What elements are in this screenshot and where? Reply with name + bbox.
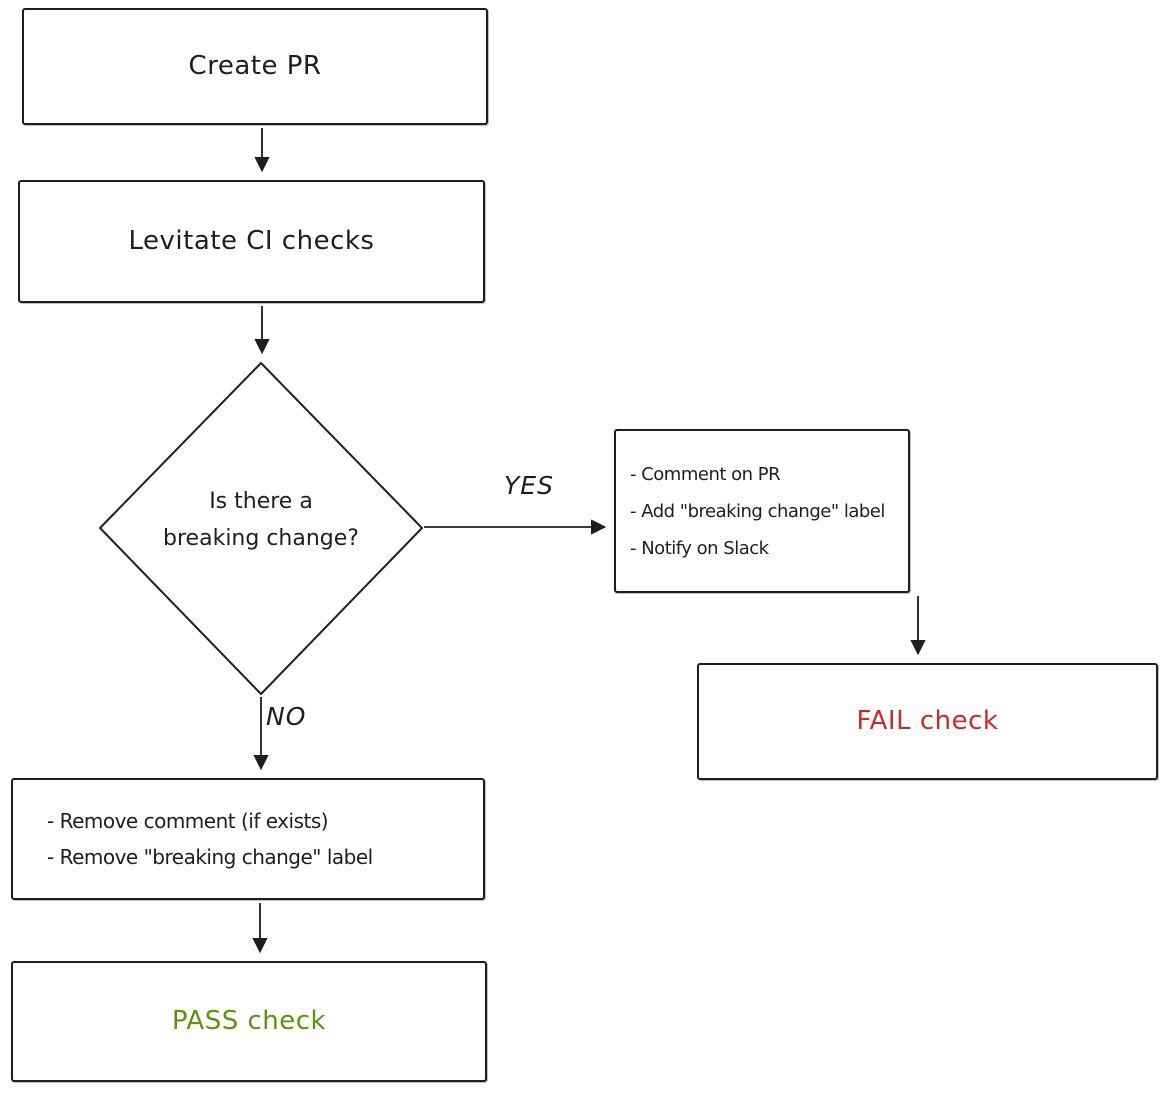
node-decision: Is there a breaking change? (118, 483, 404, 557)
edge-label-no: NO (266, 702, 307, 731)
list-item: - Comment on PR (630, 463, 781, 485)
list-item: - Remove comment (if exists) (47, 809, 329, 833)
fail-check-label: FAIL check (856, 705, 999, 736)
yes-actions-list: - Comment on PR - Add "breaking change" … (616, 456, 908, 567)
pass-check-label: PASS check (171, 1005, 327, 1036)
list-item: - Remove "breaking change" label (47, 845, 373, 869)
list-item: - Notify on Slack (630, 537, 769, 559)
list-item: - Add "breaking change" label (630, 500, 885, 522)
remove-actions-list: - Remove comment (if exists) - Remove "b… (13, 803, 483, 875)
node-fail-check: FAIL check (697, 663, 1158, 780)
node-remove-actions: - Remove comment (if exists) - Remove "b… (11, 778, 485, 900)
create-pr-label: Create PR (188, 50, 322, 81)
decision-diamond-shape (99, 362, 423, 695)
decision-label: Is there a breaking change? (163, 489, 359, 551)
node-create-pr: Create PR (22, 8, 488, 125)
node-yes-actions: - Comment on PR - Add "breaking change" … (614, 429, 910, 593)
edge-label-yes: YES (504, 471, 554, 500)
ci-checks-label: Levitate CI checks (128, 225, 375, 256)
node-pass-check: PASS check (11, 961, 487, 1082)
node-ci-checks: Levitate CI checks (18, 180, 485, 303)
